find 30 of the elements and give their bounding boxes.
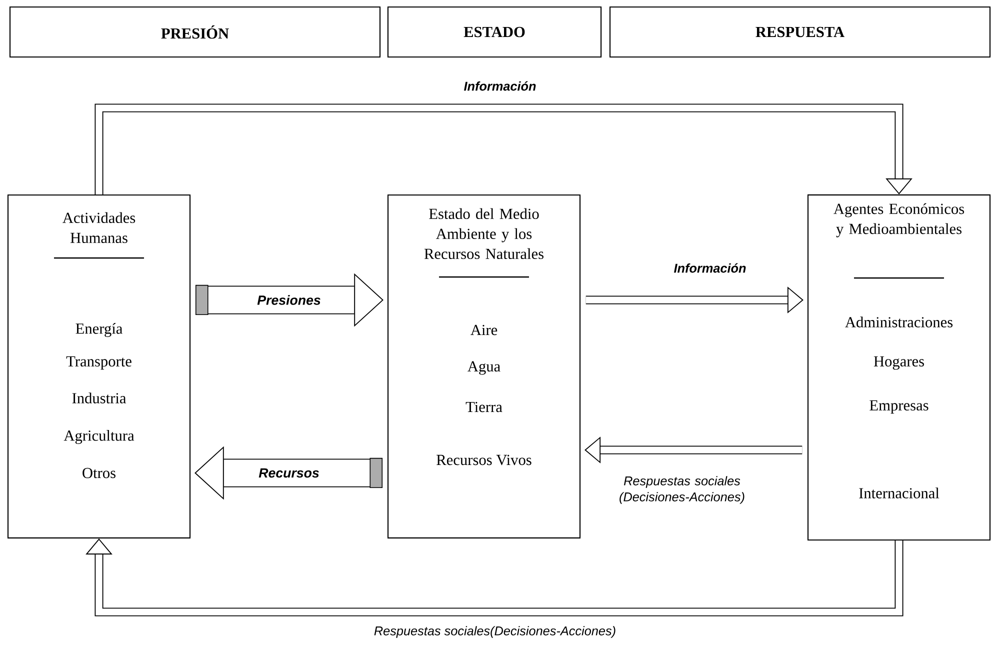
list-item: Agricultura (64, 430, 134, 444)
edge-label: Presiones (256, 294, 322, 306)
list-item: Agua (468, 361, 500, 375)
list-item: Hogares (874, 356, 924, 370)
edge-label: Respuestas sociales(Decisiones-Acciones) (372, 624, 618, 640)
list-item: Empresas (870, 400, 928, 414)
edge-label: Recursos (257, 467, 321, 479)
box-heading: Estado del Medio Ambiente y los Recursos Naturales (424, 208, 544, 260)
list-item: Energía (76, 323, 122, 337)
content-box (807, 194, 991, 541)
list-item: Internacional (859, 488, 940, 498)
list-item: Tierra (466, 402, 502, 412)
arrow (86, 538, 904, 616)
header-box: PRESIÓN (9, 6, 381, 58)
box-heading: Agentes Económicos y Medioambientales (834, 203, 964, 238)
edge-label: Respuestas sociales (Decisiones-Acciones) (617, 474, 747, 506)
header-box: RESPUESTA (609, 6, 991, 58)
edge-label: Información (462, 80, 538, 92)
edge-label: Información (672, 262, 748, 274)
list-item: Recursos Vivos (436, 454, 532, 466)
header-box: ESTADO (387, 6, 602, 58)
list-item: Otros (82, 468, 116, 478)
list-item: Aire (470, 324, 498, 336)
content-box (7, 194, 191, 538)
list-item: Transporte (66, 356, 132, 370)
list-item: Administraciones (845, 316, 953, 328)
box-heading: Actividades Humanas (62, 212, 136, 244)
content-box (387, 194, 581, 538)
arrow (94, 104, 912, 194)
list-item: Industria (72, 392, 126, 404)
